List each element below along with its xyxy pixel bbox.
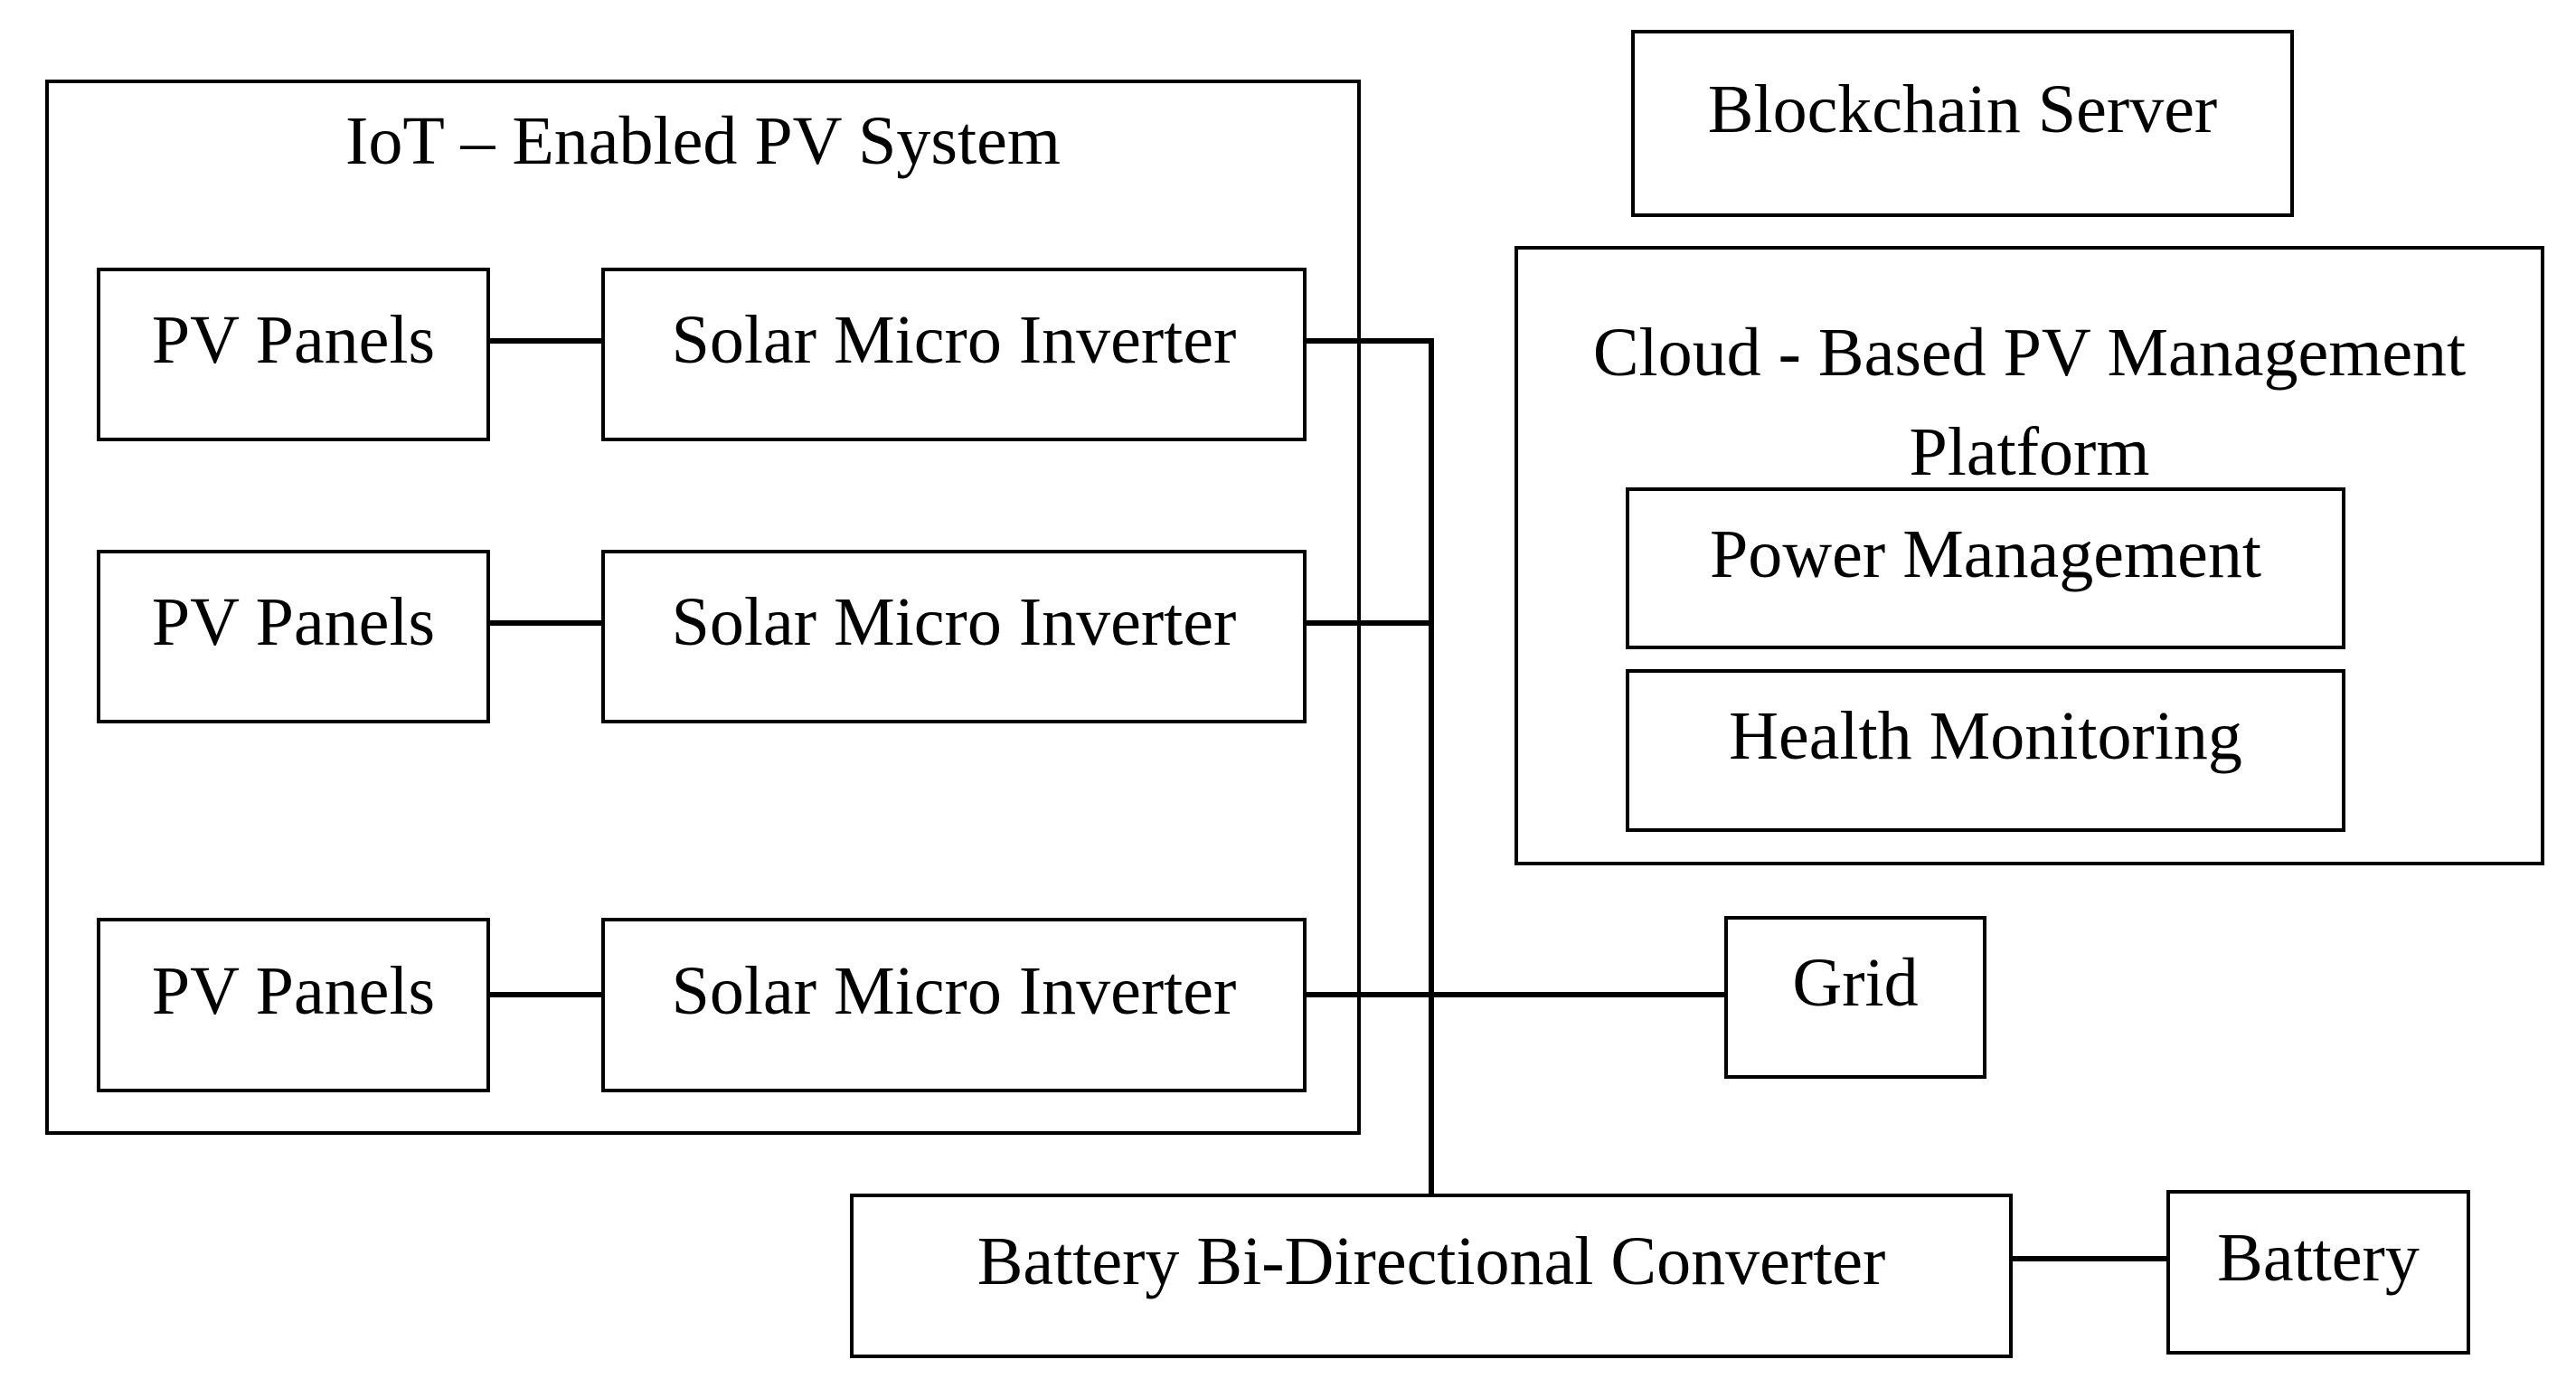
health-monitoring-label: Health Monitoring [1729, 698, 2242, 774]
cloud-platform-title-line2: Platform [1909, 414, 2150, 490]
connector-pv1-to-inverter1 [490, 338, 601, 344]
solar-micro-inverter-label-1: Solar Micro Inverter [671, 302, 1237, 378]
health-monitoring-box: Health Monitoring [1626, 669, 2345, 832]
connector-pv3-to-inverter3 [490, 992, 601, 997]
power-management-box: Power Management [1626, 487, 2345, 649]
iot-system-title: IoT – Enabled PV System [345, 103, 1061, 179]
power-management-label: Power Management [1710, 515, 2261, 592]
blockchain-server-label: Blockchain Server [1707, 71, 2218, 147]
solar-micro-inverter-box-1: Solar Micro Inverter [601, 268, 1307, 441]
connector-pv2-to-inverter2 [490, 620, 601, 626]
pv-panels-box-2: PV Panels [97, 550, 490, 723]
bus-line-to-battery-converter [1429, 338, 1434, 1197]
battery-box: Battery [2166, 1190, 2470, 1355]
connector-inverter2-to-bus [1307, 620, 1434, 626]
grid-box: Grid [1724, 916, 1986, 1079]
pv-panels-box-3: PV Panels [97, 918, 490, 1092]
cloud-platform-title-line1: Cloud - Based PV Management [1592, 315, 2467, 391]
pv-panels-label-2: PV Panels [151, 584, 436, 660]
connector-inverter3-to-grid [1307, 992, 1724, 997]
solar-micro-inverter-box-2: Solar Micro Inverter [601, 550, 1307, 723]
pv-panels-box-1: PV Panels [97, 268, 490, 441]
blockchain-server-box: Blockchain Server [1631, 30, 2294, 217]
connector-converter-to-battery [2013, 1256, 2166, 1261]
solar-micro-inverter-label-3: Solar Micro Inverter [671, 952, 1237, 1029]
battery-bidirectional-converter-label: Battery Bi-Directional Converter [977, 1223, 1886, 1299]
connector-inverter1-to-bus [1307, 338, 1434, 344]
battery-label: Battery [2217, 1220, 2420, 1296]
pv-panels-label-1: PV Panels [151, 302, 436, 378]
solar-micro-inverter-box-3: Solar Micro Inverter [601, 918, 1307, 1092]
grid-label: Grid [1792, 945, 1919, 1021]
cloud-platform-title: Cloud - Based PV Management Platform [1514, 303, 2544, 502]
solar-micro-inverter-label-2: Solar Micro Inverter [671, 584, 1237, 660]
battery-bidirectional-converter-box: Battery Bi-Directional Converter [850, 1194, 2013, 1358]
pv-panels-label-3: PV Panels [151, 952, 436, 1029]
